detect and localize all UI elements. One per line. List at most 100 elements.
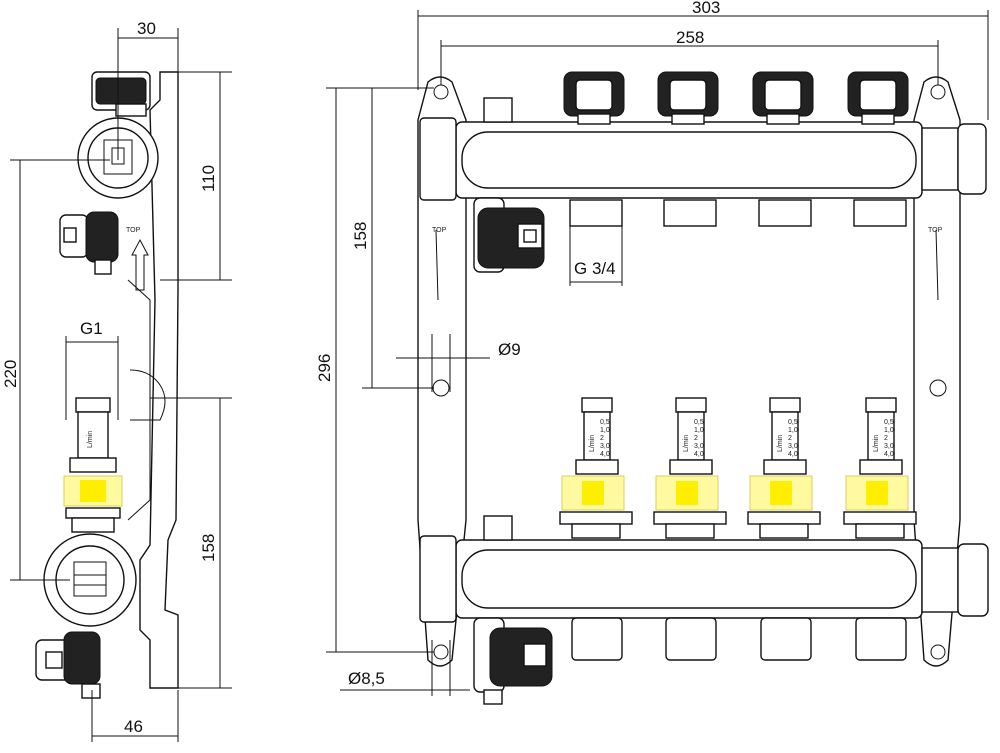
svg-text:L/min: L/min <box>777 435 784 452</box>
upper-vent-plug <box>483 97 513 123</box>
flowmeters <box>559 397 917 539</box>
svg-text:46: 46 <box>124 717 143 736</box>
svg-text:220: 220 <box>1 360 20 388</box>
upper-outlet-3 <box>758 199 812 227</box>
svg-text:1,0: 1,0 <box>600 427 610 434</box>
svg-text:4,0: 4,0 <box>600 451 610 458</box>
front-dim-158: 158 <box>351 87 434 389</box>
lower-air-vent <box>473 617 553 705</box>
upper-outlet-4 <box>853 199 907 227</box>
lower-outlet-3 <box>760 617 812 661</box>
side-dim-30: 30 <box>117 19 179 160</box>
upper-air-vent <box>473 197 545 273</box>
upper-header-right-nut <box>921 127 959 191</box>
svg-text:TOP: TOP <box>432 227 447 234</box>
svg-text:2: 2 <box>694 435 698 442</box>
svg-text:258: 258 <box>676 28 704 47</box>
svg-text:0,5: 0,5 <box>884 419 894 426</box>
svg-text:158: 158 <box>199 534 218 562</box>
svg-text:Ø8,5: Ø8,5 <box>348 669 385 688</box>
svg-text:2: 2 <box>600 435 604 442</box>
lower-header-left-cap <box>419 535 457 623</box>
front-dim-296: 296 <box>315 87 434 653</box>
side-lower-port <box>73 561 107 597</box>
lower-outlet-2 <box>665 617 717 661</box>
flowmeter-1 <box>559 397 633 539</box>
upper-outlet-2 <box>663 199 717 227</box>
svg-text:30: 30 <box>137 19 156 38</box>
svg-text:4,0: 4,0 <box>884 451 894 458</box>
side-dim-g1: G1 <box>65 319 119 420</box>
side-top-cap-grip <box>95 77 147 105</box>
upper-outlet-1 <box>569 199 623 227</box>
svg-text:TOP: TOP <box>928 227 943 234</box>
side-dim-46: 46 <box>91 690 179 742</box>
side-top-arrow <box>131 238 149 291</box>
upper-valve-cap-3 <box>752 71 814 125</box>
svg-text:G 3/4: G 3/4 <box>574 259 616 278</box>
svg-text:3,0: 3,0 <box>694 443 704 450</box>
svg-text:1,0: 1,0 <box>788 427 798 434</box>
svg-text:Ø9: Ø9 <box>498 340 521 359</box>
lower-vent-plug <box>483 515 513 541</box>
side-view: TOP L/min <box>1 19 232 742</box>
side-lower-air-vent <box>35 631 101 699</box>
flowmeter-4 <box>843 397 917 539</box>
svg-text:G1: G1 <box>80 319 103 338</box>
side-flowmeter: L/min <box>63 397 123 533</box>
side-dim-158: 158 <box>150 397 232 689</box>
front-bracket-left: TOP <box>417 76 467 667</box>
lower-header-inner <box>461 549 917 609</box>
svg-text:110: 110 <box>199 165 218 192</box>
upper-header-left-cap <box>419 117 457 201</box>
svg-text:L/min: L/min <box>87 431 94 448</box>
upper-valve-cap-2 <box>657 71 719 125</box>
lower-header-right-end <box>957 543 989 617</box>
side-dim-220: 220 <box>1 159 110 581</box>
upper-valve-cap-1 <box>563 71 625 125</box>
side-upper-air-vent <box>59 211 119 275</box>
lower-outlet-1 <box>571 617 623 661</box>
svg-text:0,5: 0,5 <box>788 419 798 426</box>
svg-text:1,0: 1,0 <box>884 427 894 434</box>
svg-text:0,5: 0,5 <box>694 419 704 426</box>
front-dim-d85: Ø8,5 <box>340 640 470 696</box>
front-dim-303: 303 <box>417 0 989 120</box>
svg-text:3,0: 3,0 <box>600 443 610 450</box>
front-view: TOP TOP <box>315 0 989 705</box>
svg-text:2: 2 <box>884 435 888 442</box>
svg-text:L/min: L/min <box>683 435 690 452</box>
front-bracket-right: TOP <box>913 76 961 667</box>
svg-text:2: 2 <box>788 435 792 442</box>
front-dim-d9: Ø9 <box>396 334 521 392</box>
upper-valve-cap-4 <box>847 71 909 125</box>
svg-text:4,0: 4,0 <box>788 451 798 458</box>
flowmeter-3 <box>747 397 821 539</box>
svg-text:4,0: 4,0 <box>694 451 704 458</box>
side-dim-110: 110 <box>160 71 232 281</box>
lower-header-right-nut <box>921 547 959 613</box>
svg-text:0,5: 0,5 <box>600 419 610 426</box>
upper-header-right-end <box>957 123 987 195</box>
svg-text:158: 158 <box>351 222 370 250</box>
lower-outlet-4 <box>855 617 907 661</box>
upper-valve-caps <box>563 71 909 125</box>
front-dim-g34: G 3/4 <box>569 226 623 286</box>
svg-text:L/min: L/min <box>873 435 880 452</box>
upper-outlets <box>569 199 907 227</box>
svg-text:3,0: 3,0 <box>884 443 894 450</box>
front-dim-258: 258 <box>440 28 939 85</box>
side-body-bulge <box>129 369 166 421</box>
lower-outlets <box>571 617 907 661</box>
flowmeter-scales: L/min L/min L/min L/min 0,5 1,0 2 3,0 4,… <box>589 419 894 458</box>
svg-text:296: 296 <box>315 354 334 382</box>
svg-text:3,0: 3,0 <box>788 443 798 450</box>
side-top-label: TOP <box>126 227 141 234</box>
side-body-outline <box>127 279 151 521</box>
svg-text:1,0: 1,0 <box>694 427 704 434</box>
flowmeter-2 <box>653 397 727 539</box>
svg-text:303: 303 <box>692 0 720 17</box>
svg-text:L/min: L/min <box>589 435 596 452</box>
side-top-cap-neck <box>115 103 147 117</box>
